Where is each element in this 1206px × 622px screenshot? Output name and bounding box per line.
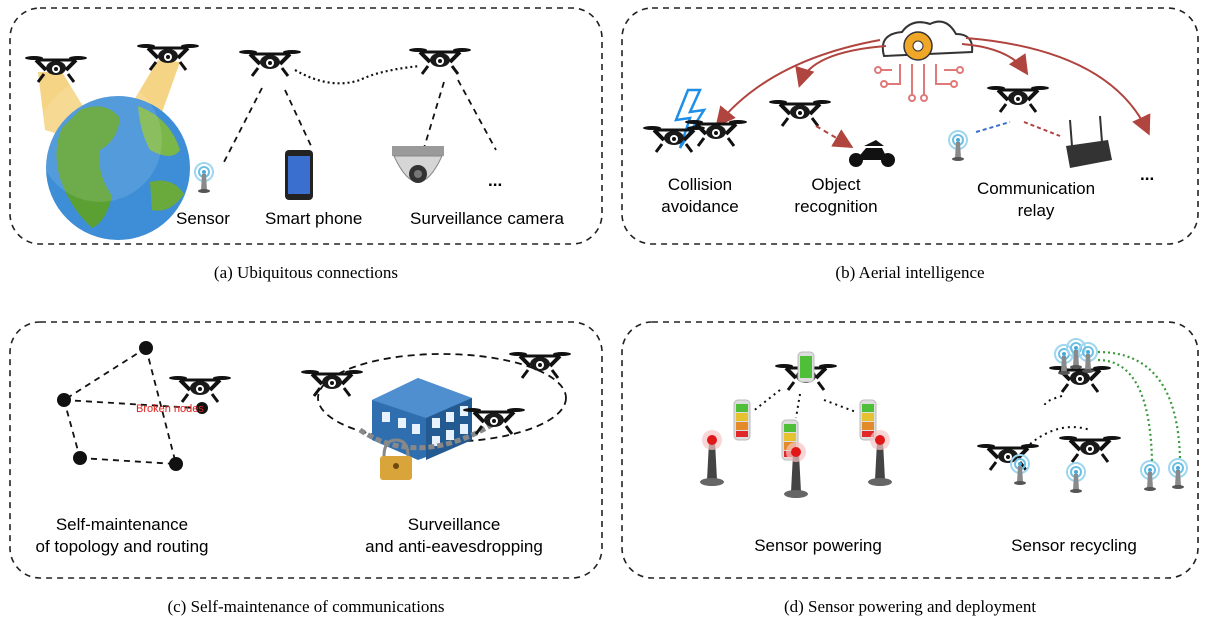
caption-b: (b) Aerial intelligence xyxy=(835,263,984,282)
sensor-icon xyxy=(948,130,968,162)
sensor-icon xyxy=(1066,462,1086,494)
drone-icon xyxy=(167,374,233,404)
topology-nodes xyxy=(57,341,208,471)
drone-icon xyxy=(641,124,707,154)
panel-a: ... Sensor Smart phone Surveillance came… xyxy=(9,7,603,282)
cloud-gear-icon xyxy=(874,20,974,102)
power-links xyxy=(751,389,857,419)
label-collision-1: Collision xyxy=(668,175,732,194)
drone-icon xyxy=(1057,434,1123,464)
arrow-relay xyxy=(961,43,1029,76)
label-object-1: Object xyxy=(811,175,860,194)
drone-icon xyxy=(985,84,1051,114)
circuit-icon xyxy=(874,64,964,102)
label-collision-2: avoidance xyxy=(661,197,739,216)
sensor-icon xyxy=(1168,458,1188,490)
drone-icon xyxy=(683,118,749,148)
drone-icon xyxy=(507,350,573,380)
arrow-more xyxy=(965,37,1151,136)
label-broken-nodes: Broken nodes xyxy=(136,403,204,415)
arrow-object xyxy=(795,45,887,88)
drone-icon xyxy=(299,368,365,398)
label-surveillance-camera: Surveillance camera xyxy=(410,209,565,228)
label-relay-2: relay xyxy=(1018,201,1055,220)
link-phone xyxy=(284,89,313,149)
sensor-pole-icon xyxy=(784,442,808,498)
panel-d-border xyxy=(621,321,1199,579)
panel-c: Broken nodes Self-maintenance of topolog… xyxy=(9,321,603,616)
more-ellipsis: ... xyxy=(1140,165,1154,184)
drone-icon xyxy=(1047,364,1113,394)
label-object-2: recognition xyxy=(794,197,877,216)
padlock-icon xyxy=(380,438,412,480)
more-ellipsis: ... xyxy=(488,171,502,190)
relay-link-red xyxy=(1023,121,1061,137)
panel-b-border xyxy=(621,7,1199,245)
drone-icon xyxy=(461,406,527,436)
topology-links xyxy=(63,347,197,465)
label-surveil-1: Surveillance xyxy=(408,515,501,534)
drone-icon xyxy=(767,98,833,128)
label-smart-phone: Smart phone xyxy=(265,209,362,228)
battery-icon xyxy=(733,399,751,441)
surveillance-camera-icon xyxy=(392,146,444,183)
smartphone-icon xyxy=(285,150,313,200)
chain-icon xyxy=(358,417,502,451)
sensor-icon xyxy=(1140,460,1160,492)
sensor-pole-icon xyxy=(700,430,724,486)
label-topology-2: of topology and routing xyxy=(36,537,209,556)
sensor-pole-icon xyxy=(868,430,892,486)
caption-c: (c) Self-maintenance of communications xyxy=(167,597,444,616)
panel-b: ... Collision avoidance Object recogniti… xyxy=(621,7,1199,282)
arrow-collision xyxy=(715,39,881,128)
sensor-icon xyxy=(194,162,214,194)
link-camera xyxy=(423,81,445,149)
earth-icon xyxy=(38,78,190,240)
caption-d: (d) Sensor powering and deployment xyxy=(784,597,1036,616)
drone-icon xyxy=(407,46,473,76)
panel-c-border xyxy=(9,321,603,579)
drone-link xyxy=(294,64,421,85)
drone-icon xyxy=(237,48,303,78)
arrow-recognition xyxy=(815,125,854,149)
caption-a: (a) Ubiquitous connections xyxy=(214,263,398,282)
link-more xyxy=(457,79,497,151)
panel-a-border xyxy=(9,7,603,245)
green-recycle-links xyxy=(1097,350,1182,463)
link-sensor xyxy=(223,87,263,163)
label-surveil-2: and anti-eavesdropping xyxy=(365,537,543,556)
label-sensor-powering: Sensor powering xyxy=(754,536,882,555)
label-sensor-recycling: Sensor recycling xyxy=(1011,536,1137,555)
surveillance-orbit xyxy=(317,353,567,443)
motorcycle-icon xyxy=(849,140,895,167)
label-sensor: Sensor xyxy=(176,209,230,228)
router-icon xyxy=(1066,115,1112,168)
label-topology-1: Self-maintenance xyxy=(56,515,188,534)
relay-link-blue xyxy=(975,121,1011,133)
recycle-links xyxy=(1029,395,1091,445)
battery-icon xyxy=(797,351,815,383)
label-relay-1: Communication xyxy=(977,179,1095,198)
panel-d: Sensor powering Sensor recycling (d) Sen… xyxy=(621,321,1199,616)
